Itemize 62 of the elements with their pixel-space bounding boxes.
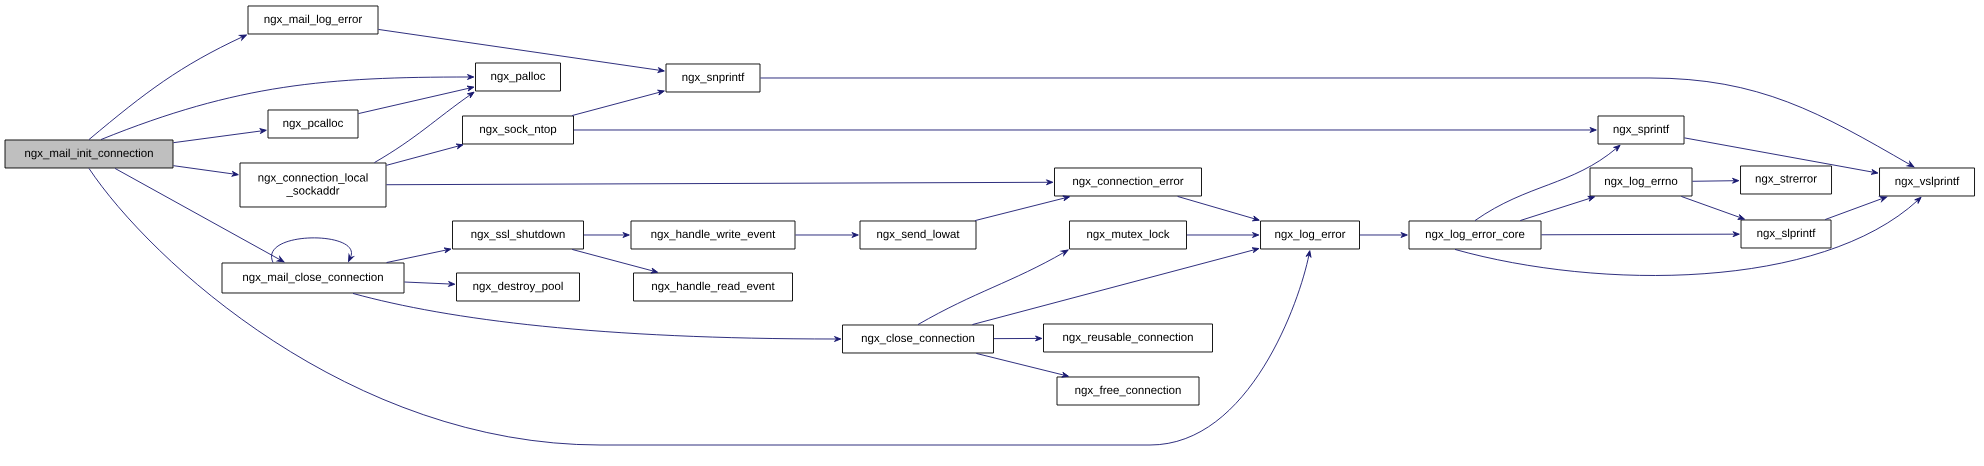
function-box: ngx_log_error [1260,220,1360,250]
arrow [1541,231,1740,238]
arrow [583,232,630,238]
arrow [386,179,1054,186]
arrow [1186,232,1260,238]
arrow [100,74,475,140]
function-box: ngx_log_errno [1589,167,1693,197]
function-box: ngx_close_connection [842,324,994,354]
function-box: ngx_pcalloc [267,109,359,139]
function-box: ngx_log_error_core [1408,220,1542,250]
function-box: ngx_connection_local _sockaddr [239,162,387,208]
function-box: ngx_reusable_connection [1043,323,1213,353]
function-box: ngx_connection_error [1054,167,1202,197]
function-box: ngx_mail_init_connection [4,139,174,169]
function-box: ngx_slprintf [1740,219,1832,249]
function-box: ngx_strerror [1740,165,1832,195]
arrow [917,249,1069,325]
function-box: ngx_send_lowat [859,220,977,250]
function-box: ngx_handle_read_event [633,272,793,302]
arrow [571,249,659,274]
function-box: ngx_vslprintf [1879,167,1975,197]
arrow [573,127,1597,133]
arrow [1177,196,1260,222]
arrow [1692,177,1740,184]
arrow [1519,195,1596,221]
arrow [760,77,1915,168]
arrow [114,168,285,263]
function-box: ngx_snprintf [665,63,761,93]
function-box: ngx_palloc [475,62,561,92]
function-box: ngx_sprintf [1597,115,1685,145]
arrow [1824,196,1888,220]
arrow [88,34,247,140]
arrow [374,91,475,163]
arrow [795,232,859,238]
arrow [378,29,665,73]
arrow [1684,137,1879,175]
arrow [358,85,475,115]
function-box: ngx_free_connection [1056,376,1200,406]
arrow [1454,196,1922,276]
function-box: ngx_sock_ntop [462,115,574,145]
arrow [1680,196,1745,220]
arrow [972,247,1260,325]
arrow [571,89,665,116]
arrow [173,165,239,177]
arrow [88,168,1312,446]
function-box: ngx_mail_close_connection [221,262,405,294]
function-box: ngx_mutex_lock [1069,220,1187,250]
function-box: ngx_handle_write_event [630,220,796,250]
arrow [386,143,464,166]
arrow [271,237,354,263]
arrow [974,195,1071,221]
arrow [1474,144,1621,221]
arrow [404,281,456,287]
arrow [993,335,1043,342]
function-box: ngx_destroy_pool [456,272,580,302]
arrow [1359,232,1408,238]
arrow [975,353,1069,378]
arrow [173,128,267,144]
function-box: ngx_mail_log_error [247,5,379,35]
function-box: ngx_ssl_shutdown [452,220,584,250]
arrow [352,293,842,342]
arrow [386,247,452,263]
